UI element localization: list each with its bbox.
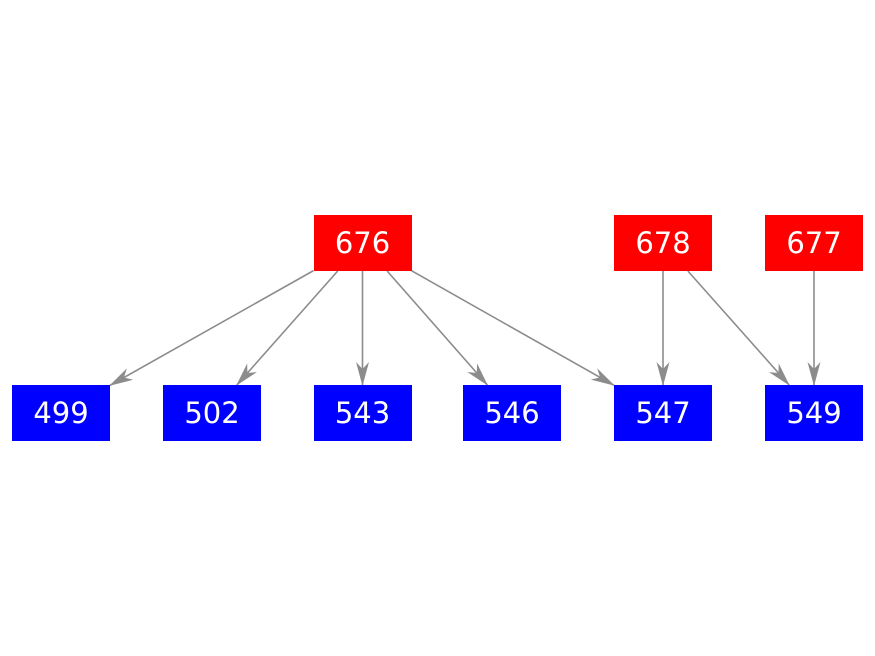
node-label: 499 — [33, 395, 89, 430]
graph-node-677: 677 — [765, 215, 863, 271]
graph-node-543: 543 — [313, 385, 412, 441]
edge-676-499 — [109, 269, 314, 387]
node-label: 677 — [786, 225, 842, 260]
node-label: 543 — [334, 395, 391, 430]
graph-node-547: 547 — [614, 385, 712, 441]
edge-676-546 — [386, 270, 489, 386]
graph-node-678: 678 — [614, 215, 712, 271]
graph-node-549: 549 — [765, 385, 863, 441]
edge-676-502 — [236, 270, 339, 386]
node-label: 678 — [635, 225, 691, 260]
node-label: 546 — [484, 395, 540, 430]
edge-676-547 — [411, 270, 615, 386]
graph-node-499: 499 — [12, 385, 110, 441]
node-label: 502 — [184, 395, 240, 430]
edge-group — [109, 269, 821, 387]
node-label: 676 — [334, 225, 391, 260]
graph-node-502: 502 — [163, 385, 261, 441]
graph-node-546: 546 — [463, 385, 561, 441]
graph-node-676: 676 — [313, 215, 412, 271]
node-label: 547 — [635, 395, 691, 430]
node-label: 549 — [786, 395, 842, 430]
edge-678-549 — [687, 270, 790, 386]
